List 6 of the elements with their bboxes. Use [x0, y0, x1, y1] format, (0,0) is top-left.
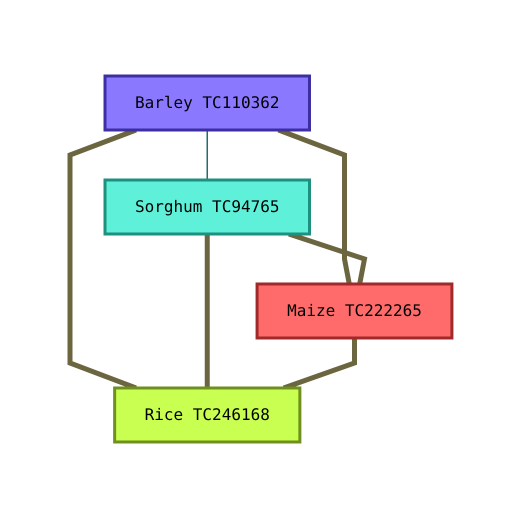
connector [204, 234, 210, 388]
node-box: Sorghum TC94765 [103, 178, 311, 235]
node-box: Rice TC246168 [112, 386, 301, 443]
connector [206, 130, 208, 180]
node-box: Maize TC222265 [255, 282, 453, 339]
node-box: Barley TC110362 [103, 74, 311, 131]
